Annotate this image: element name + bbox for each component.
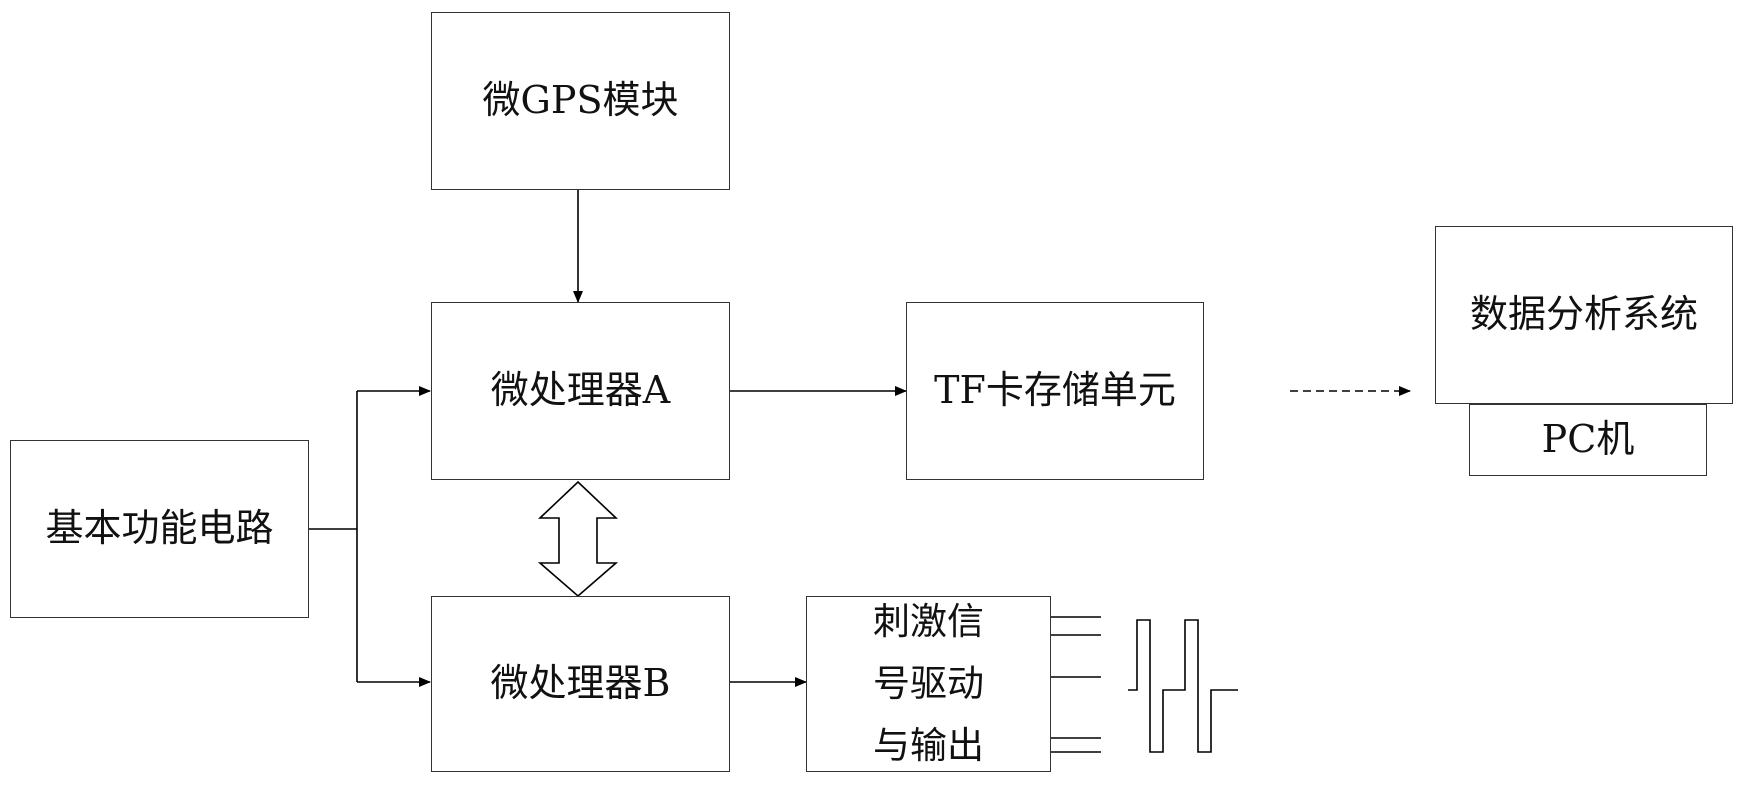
node-mpu-a-label: 微处理器A [491, 370, 670, 412]
node-stim-line-2: 号驱动 [873, 653, 984, 715]
node-gps-label: 微GPS模块 [483, 80, 679, 122]
node-mpu-b-label: 微处理器B [491, 663, 671, 705]
node-basic-circuit-label: 基本功能电路 [45, 508, 273, 550]
node-gps: 微GPS模块 [431, 12, 730, 190]
node-pc-label: PC机 [1542, 419, 1635, 461]
node-stim-driver: 刺激信 号驱动 与输出 [806, 596, 1051, 772]
node-stim-line-1: 刺激信 [873, 591, 984, 653]
pulse-waveform [1128, 620, 1238, 752]
node-tf-storage: TF卡存储单元 [906, 302, 1204, 480]
node-pc: PC机 [1469, 404, 1707, 476]
node-mpu-a: 微处理器A [431, 302, 730, 480]
node-mpu-b: 微处理器B [431, 596, 730, 772]
node-stim-line-3: 与输出 [873, 715, 984, 777]
node-data-analysis-label: 数据分析系统 [1470, 294, 1698, 336]
bidirectional-arrow [540, 482, 616, 596]
node-basic-circuit: 基本功能电路 [10, 440, 309, 618]
node-tf-storage-label: TF卡存储单元 [934, 370, 1176, 412]
node-data-analysis: 数据分析系统 [1435, 226, 1733, 404]
